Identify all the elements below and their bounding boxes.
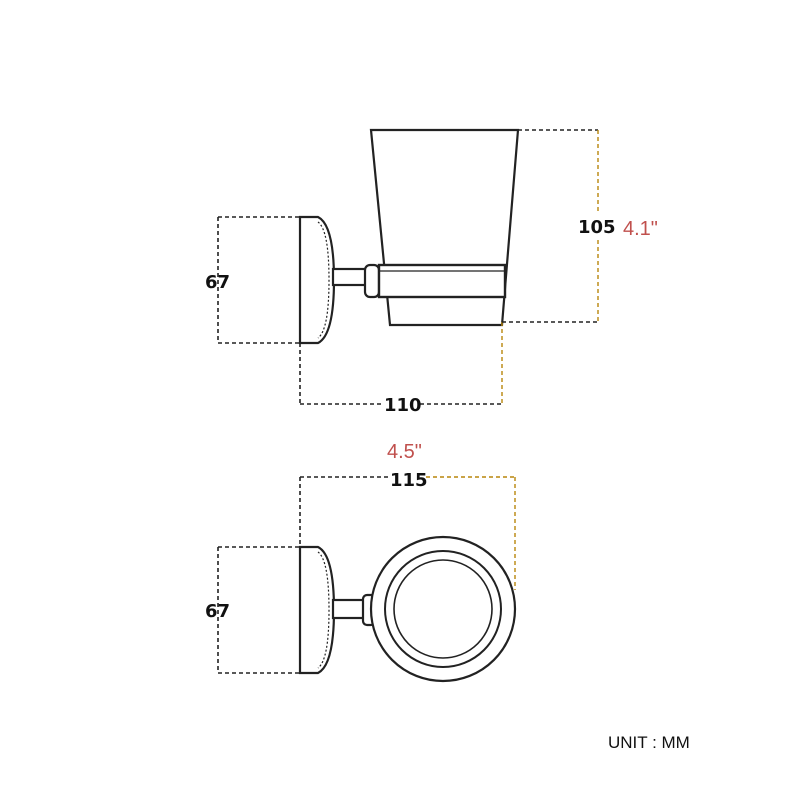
dim-label-height-side: 67: [205, 272, 230, 293]
dim-height-side: [217, 216, 300, 344]
side-view: 67 110 105 4.1": [205, 128, 658, 416]
dim-label-depth-side: 110: [384, 395, 422, 416]
dim-depth-side: [299, 322, 503, 405]
dim-label-cup-height: 105: [578, 217, 616, 238]
wall-plate-top: [298, 545, 336, 675]
unit-label: UNIT : MM: [608, 733, 690, 752]
arm-top: [331, 593, 377, 627]
cup-ring: [377, 263, 507, 299]
arm-side: [331, 263, 381, 299]
dim-label-width-top: 115: [390, 470, 428, 491]
dim-label-cup-height-inch: 4.1": [623, 218, 658, 240]
cup-ring-top: [369, 535, 517, 683]
top-view: 67 115 4.5": [205, 441, 517, 683]
dim-width-top: [299, 476, 516, 590]
dim-height-top: [217, 546, 300, 674]
dim-label-height-top: 67: [205, 601, 230, 622]
dim-label-width-top-inch: 4.5": [387, 441, 422, 463]
dim-cup-height: [502, 129, 599, 323]
wall-plate-side: [298, 215, 336, 345]
